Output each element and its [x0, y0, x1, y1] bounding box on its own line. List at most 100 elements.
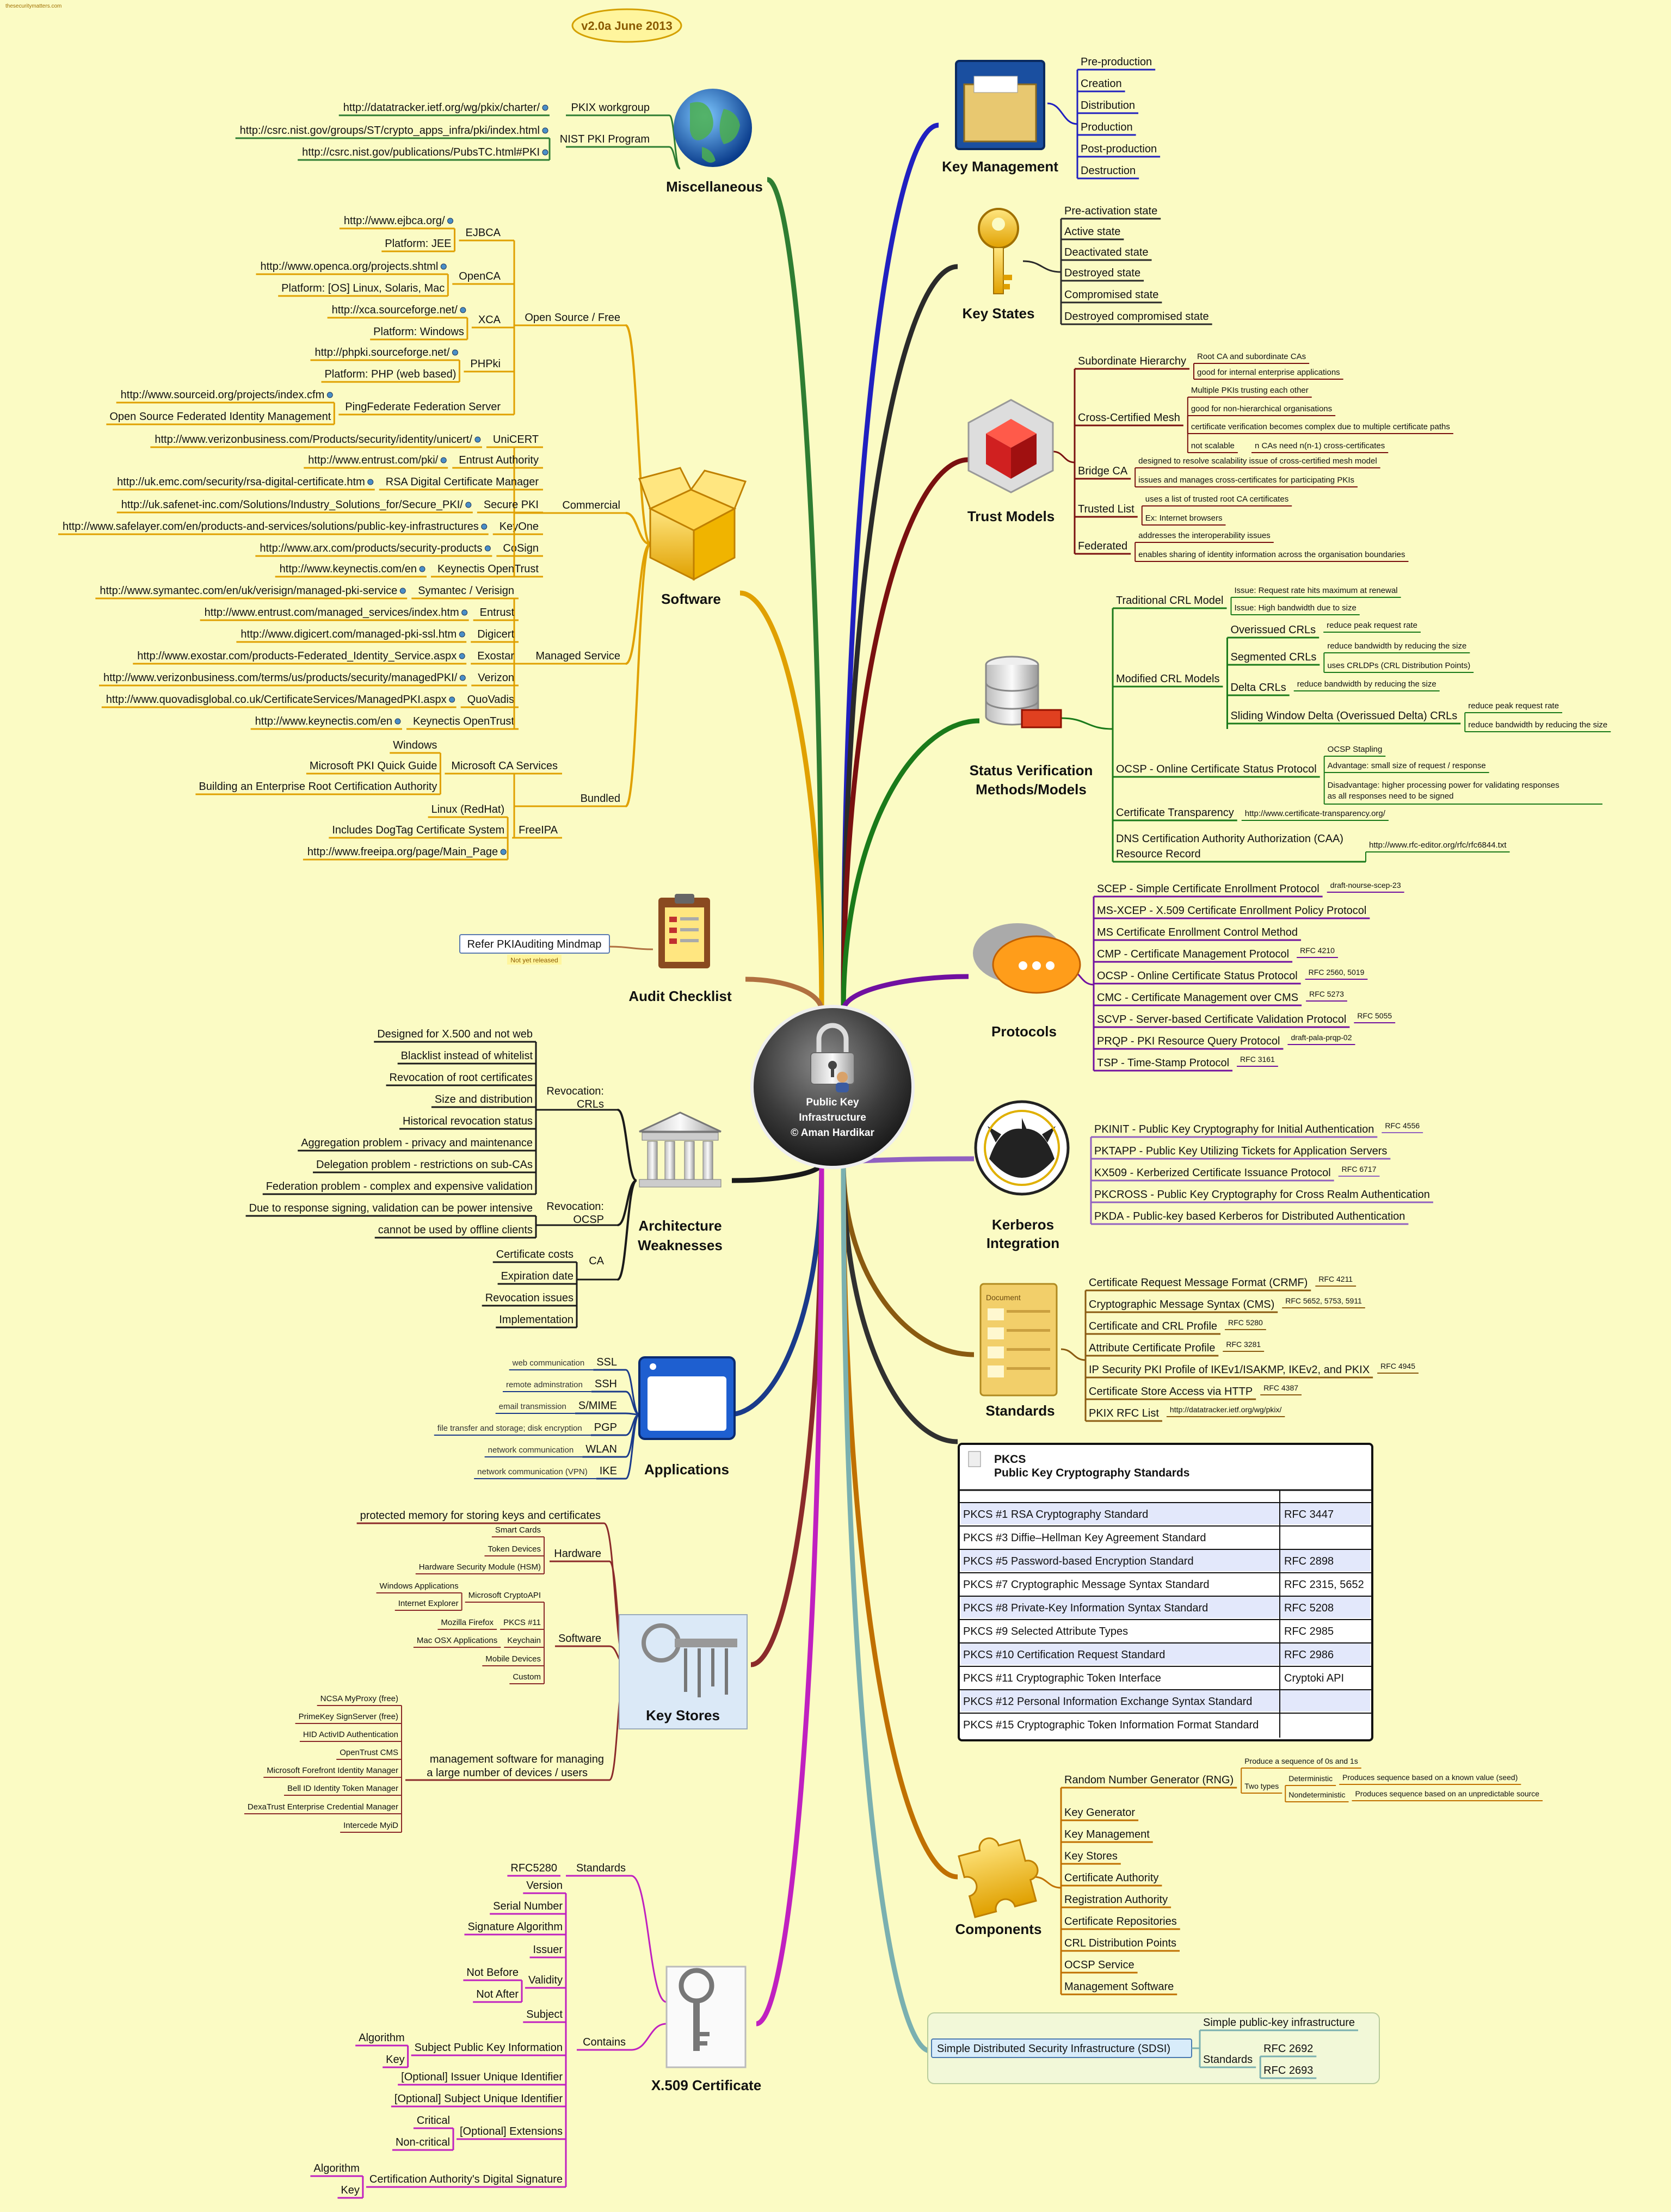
protocol-item[interactable]: MS-XCEP - X.509 Certificate Enrollment P…	[1097, 905, 1366, 917]
software-item[interactable]: Includes DogTag Certificate System	[332, 824, 504, 836]
protocol-ref[interactable]: RFC 5055	[1357, 1011, 1392, 1020]
link-icon[interactable]	[447, 218, 454, 224]
status-subgroup[interactable]: Segmented CRLs	[1230, 651, 1316, 663]
kerberos-ref[interactable]: RFC 6717	[1342, 1165, 1377, 1173]
status-item[interactable]: Issue: Request rate hits maximum at rene…	[1235, 586, 1398, 595]
pkcs-row-rfc[interactable]: RFC 2898	[1284, 1555, 1334, 1567]
link-icon[interactable]	[542, 127, 548, 134]
protocol-ref[interactable]: draft-pala-prqp-02	[1291, 1033, 1352, 1042]
pkcs-row-name[interactable]: PKCS #10 Certification Request Standard	[963, 1649, 1165, 1661]
keystores-mgmt-item[interactable]: Intercede MyiD	[343, 1821, 398, 1830]
keystores-software-item[interactable]: Keychain	[507, 1636, 541, 1645]
components-rng-types[interactable]: Two types	[1244, 1782, 1279, 1790]
pkcs-row-name[interactable]: PKCS #3 Diffie–Hellman Key Agreement Sta…	[963, 1532, 1206, 1544]
software-group-label[interactable]: CoSign	[503, 542, 539, 554]
components-rng-type-note[interactable]: Produces sequence based on an unpredicta…	[1355, 1789, 1540, 1798]
pkcs-row-name[interactable]: PKCS #9 Selected Attribute Types	[963, 1626, 1128, 1638]
x509-field[interactable]: Issuer	[533, 1944, 563, 1956]
pkcs-row-name[interactable]: PKCS #15 Cryptographic Token Information…	[963, 1719, 1259, 1731]
pkcs-row-rfc[interactable]: RFC 5208	[1284, 1602, 1334, 1614]
component-item[interactable]: Key Management	[1064, 1828, 1150, 1840]
status-item[interactable]: as all responses need to be signed	[1328, 792, 1454, 801]
link-icon[interactable]	[440, 263, 447, 270]
link-icon[interactable]	[367, 479, 374, 485]
software-link[interactable]: http://www.exostar.com/products-Federate…	[137, 650, 457, 662]
standard-ref[interactable]: RFC 5652, 5753, 5911	[1285, 1296, 1362, 1305]
keystores-hardware-item[interactable]: Token Devices	[488, 1544, 541, 1554]
status-group[interactable]: Certificate Transparency	[1116, 807, 1234, 819]
status-item[interactable]: Issue: High bandwidth due to size	[1235, 603, 1356, 613]
software-item[interactable]: Platform: PHP (web based)	[324, 368, 456, 380]
pkcs-row-name[interactable]: PKCS #7 Cryptographic Message Syntax Sta…	[963, 1579, 1209, 1591]
keymgmt-item[interactable]: Distribution	[1081, 100, 1135, 112]
sdsi-standards[interactable]: Standards	[1203, 2054, 1253, 2066]
kerberos-ref[interactable]: RFC 4556	[1385, 1121, 1420, 1130]
software-group-label[interactable]: Exostar	[477, 650, 514, 662]
status-group[interactable]: OCSP - Online Certificate Status Protoco…	[1116, 763, 1317, 775]
architecture-item[interactable]: Designed for X.500 and not web	[377, 1028, 533, 1040]
application-item[interactable]: PGP	[594, 1422, 617, 1434]
keystores-software-sub[interactable]: Internet Explorer	[398, 1599, 459, 1608]
status-link[interactable]: http://www.rfc-editor.org/rfc/rfc6844.tx…	[1369, 841, 1507, 850]
standard-item[interactable]: Certificate Store Access via HTTP	[1089, 1386, 1253, 1398]
keystores-software[interactable]: Software	[558, 1633, 601, 1645]
software-group-label[interactable]: EJBCA	[466, 227, 501, 239]
architecture-item[interactable]: Historical revocation status	[403, 1115, 533, 1127]
components-rng-type[interactable]: Nondeterministic	[1288, 1790, 1345, 1799]
standard-item[interactable]: IP Security PKI Profile of IKEv1/ISAKMP,…	[1089, 1364, 1370, 1376]
x509-field[interactable]: Serial Number	[493, 1900, 563, 1912]
keystores-mgmt-label[interactable]: a large number of devices / users	[427, 1767, 588, 1779]
software-link[interactable]: http://www.keynectis.com/en	[280, 563, 417, 575]
software-item[interactable]: Linux (RedHat)	[431, 804, 505, 815]
pkcs-row-name[interactable]: PKCS #11 Cryptographic Token Interface	[963, 1672, 1161, 1684]
software-link[interactable]: http://www.verizonbusiness.com/Products/…	[155, 434, 472, 446]
trust-item[interactable]: Multiple PKIs trusting each other	[1191, 386, 1309, 395]
standard-item[interactable]: Cryptographic Message Syntax (CMS)	[1089, 1299, 1274, 1311]
pkcs-row-name[interactable]: PKCS #12 Personal Information Exchange S…	[963, 1696, 1252, 1708]
link-icon[interactable]	[399, 588, 406, 594]
software-link[interactable]: http://www.sourceid.org/projects/index.c…	[121, 389, 325, 401]
keystores-hardware-item[interactable]: Hardware Security Module (HSM)	[419, 1562, 541, 1572]
component-item[interactable]: OCSP Service	[1064, 1959, 1134, 1971]
kerberos-item[interactable]: KX509 - Kerberized Certificate Issuance …	[1094, 1167, 1331, 1179]
software-item[interactable]: Building an Enterprise Root Certificatio…	[199, 781, 437, 793]
pkcs-row-rfc[interactable]: Cryptoki API	[1284, 1672, 1344, 1684]
software-group-label[interactable]: RSA Digital Certificate Manager	[386, 476, 539, 488]
x509-field[interactable]: Version	[526, 1880, 563, 1892]
pkcs-row-rfc[interactable]: RFC 2985	[1284, 1626, 1334, 1638]
keystores-mgmt-label[interactable]: management software for managing	[430, 1753, 604, 1765]
architecture-item[interactable]: Blacklist instead of whitelist	[401, 1050, 533, 1062]
pkcs-row-name[interactable]: PKCS #8 Private-Key Information Syntax S…	[963, 1602, 1208, 1614]
misc-title[interactable]: Miscellaneous	[666, 178, 763, 195]
standard-ref[interactable]: RFC 5280	[1228, 1318, 1263, 1327]
link-icon[interactable]	[481, 523, 488, 530]
kerberos-item[interactable]: PKINIT - Public Key Cryptography for Ini…	[1094, 1123, 1374, 1135]
status-subgroup[interactable]: Overissued CRLs	[1230, 624, 1316, 636]
architecture-item[interactable]: Certificate costs	[496, 1249, 574, 1261]
x509-subfield[interactable]: Algorithm	[359, 2032, 404, 2044]
status-link[interactable]: http://www.certificate-transparency.org/	[1245, 809, 1386, 818]
status-subgroup[interactable]: Sliding Window Delta (Overissued Delta) …	[1230, 710, 1457, 722]
standard-ref[interactable]: RFC 4387	[1263, 1383, 1298, 1392]
link-icon[interactable]	[461, 609, 468, 616]
keystate-item[interactable]: Destroyed state	[1064, 267, 1140, 279]
x509-subfield[interactable]: Not Before	[466, 1967, 519, 1979]
software-link[interactable]: http://www.safelayer.com/en/products-and…	[63, 521, 479, 533]
audit-item-box[interactable]	[459, 934, 610, 954]
keystate-item[interactable]: Destroyed compromised state	[1064, 311, 1209, 323]
component-item[interactable]: CRL Distribution Points	[1064, 1937, 1176, 1949]
protocol-item[interactable]: SCEP - Simple Certificate Enrollment Pro…	[1097, 883, 1319, 895]
standard-item[interactable]: Attribute Certificate Profile	[1089, 1342, 1215, 1354]
trust-item[interactable]: certificate verification becomes complex…	[1191, 422, 1450, 431]
keystores-mgmt-item[interactable]: Microsoft Forefront Identity Manager	[267, 1766, 398, 1775]
architecture-item[interactable]: cannot be used by offline clients	[378, 1224, 533, 1236]
application-item[interactable]: S/MIME	[578, 1400, 617, 1412]
center-node[interactable]: Public Key Infrastructure © Aman Hardika…	[750, 1005, 915, 1169]
keystates-title[interactable]: Key States	[963, 305, 1035, 322]
software-item[interactable]: Platform: JEE	[385, 238, 451, 250]
trust-group[interactable]: Cross-Certified Mesh	[1078, 412, 1180, 424]
protocol-ref[interactable]: RFC 4210	[1300, 946, 1335, 955]
software-item[interactable]: Windows	[393, 739, 437, 751]
software-link[interactable]: http://www.keynectis.com/en	[255, 715, 392, 727]
architecture-item[interactable]: Expiration date	[501, 1270, 574, 1282]
